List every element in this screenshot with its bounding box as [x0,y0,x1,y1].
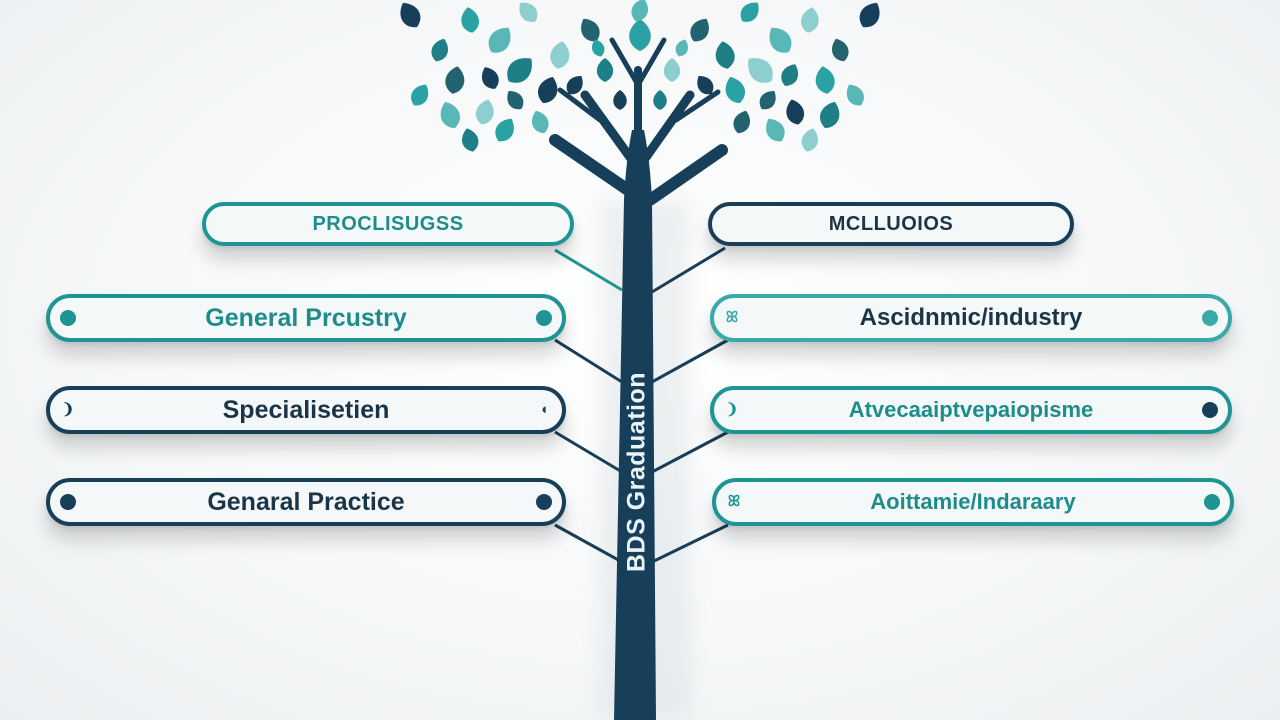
left-2-label: Specialisetien [222,395,390,424]
right-1-label: Ascidnmic/industry [859,304,1083,331]
leaf [801,7,819,33]
leaf [786,99,805,125]
connector-lines [554,246,729,564]
branch-twig-right [673,89,721,123]
left-branch-2: ❩ Specialisetien ◖ [46,386,566,434]
leaf [675,39,688,57]
right-1-right-dot [1202,310,1218,326]
leaf [815,66,835,94]
left-2-left-marker: ❩ [61,401,75,418]
leaf [507,90,524,110]
right-branch-2: ❩ Atvecaaiptvepaiopisme [710,386,1232,434]
canopy-branches [549,37,728,206]
left-3-label: Genaral Practice [207,487,405,516]
left-1-left-dot [60,310,76,326]
leaves [400,0,880,152]
leaf [801,128,818,152]
left-branch-1: General Prcustry [46,294,566,342]
leaf [663,58,681,82]
right-header-pill: MCLLUOIOS [708,202,1074,246]
leaf [725,76,745,104]
leaf [495,118,514,142]
leaf [592,39,605,57]
left-branch-3: Genaral Practice [46,478,566,526]
right-2-label: Atvecaaiptvepaiopisme [848,397,1094,422]
leaf [653,90,667,110]
connector-right-1 [651,338,729,384]
right-3-label: Aoittamie/Indaraary [870,489,1076,514]
leaf [462,128,479,152]
connector-right-header [651,246,726,294]
leaf [766,118,785,142]
leaf [532,110,549,134]
leaf [733,110,750,134]
leaf [629,19,651,51]
leaf [550,41,570,69]
right-2-left-marker: ❩ [725,401,739,418]
leaf [846,84,864,106]
right-1-left-marker: ꕤ [725,309,739,326]
leaf [482,67,499,89]
leaf [519,2,538,22]
leaf [832,38,849,62]
leaf [596,58,614,82]
leaf [440,101,460,129]
branch-top-left [609,37,641,88]
connector-left-1 [554,338,623,384]
left-2-right-marker: ◖ [539,401,549,418]
leaf [715,41,735,69]
leaf [507,58,532,83]
leaf [820,101,840,129]
leaf [769,27,792,53]
leaf [566,75,583,95]
branch-top-right [635,37,667,88]
right-branch-1: ꕤ Ascidnmic/industry [710,294,1232,342]
connector-right-2 [651,430,729,474]
leaf [431,38,448,62]
leaf [748,58,773,83]
leaf [411,84,429,106]
left-header-pill: PROCLISUGSS [202,202,574,246]
branch-twig-left [557,87,603,123]
leaf [740,2,759,22]
trunk-label: BDS Graduation [622,371,651,573]
right-3-left-marker: ꕤ [727,493,741,510]
leaf [461,7,479,33]
leaf [690,18,709,42]
right-header-label: MCLLUOIOS [828,212,954,235]
leaf [759,90,776,110]
connector-left-3 [554,523,623,564]
left-3-left-dot [60,494,76,510]
left-1-label: General Prcustry [205,303,407,332]
branch-right-main [644,144,728,206]
branch-right-inner [639,90,695,165]
branch-left-main [549,134,634,196]
connector-left-2 [554,430,623,474]
connector-right-3 [651,523,729,564]
leaf [538,76,558,104]
left-header-label: PROCLISUGSS [312,212,464,235]
right-2-right-dot [1202,402,1218,418]
left-1-right-dot [536,310,552,326]
leaf [475,99,494,125]
leaf [613,90,627,110]
leaf [581,18,600,42]
leaf [781,64,798,86]
leaf [488,27,511,53]
branch-left-inner [580,90,637,165]
leaf [859,2,880,28]
leaf [631,0,648,22]
leaf [400,2,421,28]
leaf [697,75,714,95]
right-3-right-dot [1204,494,1220,510]
right-branch-3: ꕤ Aoittamie/Indaraary [712,478,1234,526]
leaf [445,66,465,94]
trunk [614,130,656,720]
left-3-right-dot [536,494,552,510]
connector-left-header [554,248,623,292]
